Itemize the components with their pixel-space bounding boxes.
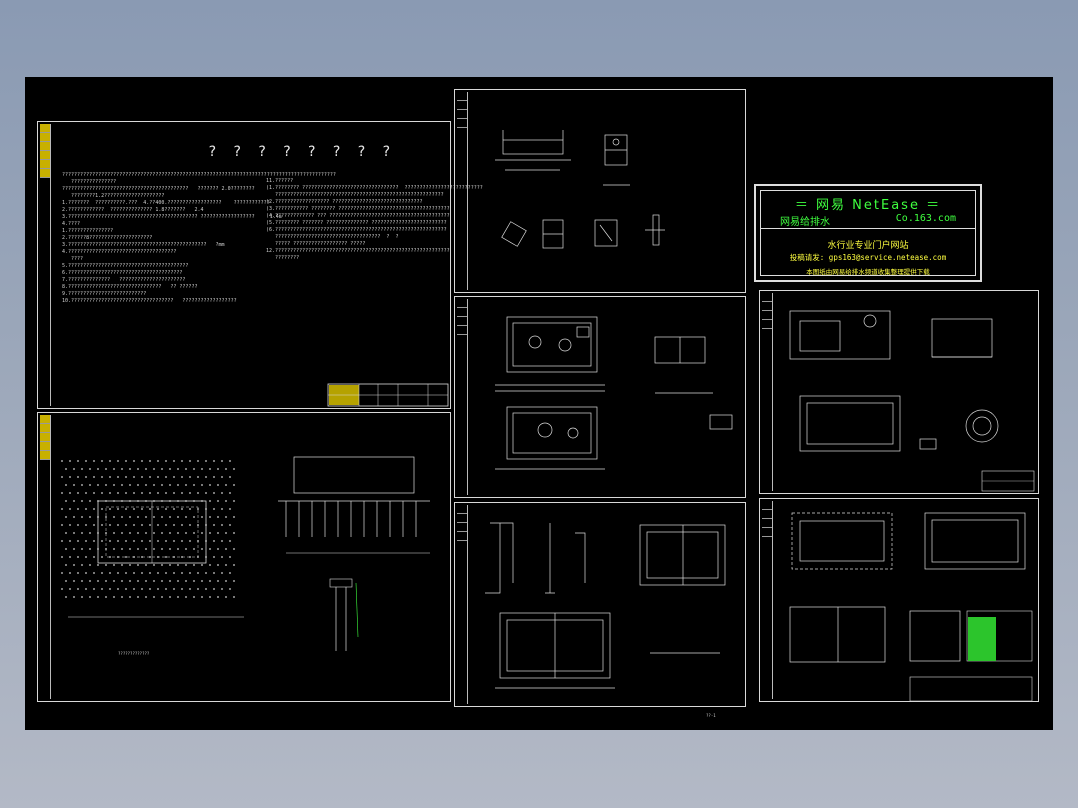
netease-site: 水行业专业门户网站 bbox=[827, 241, 909, 251]
notes-title: ? ? ? ? ? ? ? ? bbox=[208, 144, 395, 160]
netease-sub: 网易给排水 bbox=[780, 217, 830, 228]
detail-drawings bbox=[495, 130, 665, 249]
sheet-structure[interactable] bbox=[454, 502, 746, 707]
sheet-titleblock-strip bbox=[40, 415, 51, 699]
section-drawing bbox=[789, 310, 1035, 492]
notes-right-column: 11.?????? (1.???????? ??????????????????… bbox=[266, 178, 483, 261]
netease-domain: Co.163.com bbox=[895, 213, 956, 224]
plan-caption: ????????????? bbox=[118, 651, 150, 656]
sheet-reinforcement[interactable]: ??-1 bbox=[706, 498, 1039, 718]
sheet-section[interactable] bbox=[759, 290, 1039, 494]
sheet-titleblock-strip bbox=[457, 505, 468, 704]
sheet-pile-plan[interactable]: ????????????? bbox=[37, 412, 451, 702]
structure-drawing bbox=[485, 522, 726, 689]
pile-layout-drawing bbox=[61, 456, 430, 651]
sheet-titleblock-strip bbox=[762, 501, 773, 699]
sheet-details[interactable] bbox=[454, 89, 746, 293]
sheet-titleblock-strip bbox=[40, 124, 51, 406]
netease-watermark-block: ＝ 网易 NetEase ＝ 网易给排水 Co.163.com 水行业专业门户网… bbox=[754, 184, 982, 282]
netease-mail: 投稿请发: gps163@service.netease.com bbox=[789, 253, 947, 262]
netease-brand: ＝ 网易 NetEase ＝ bbox=[794, 198, 942, 213]
sheet-number-label: ??-1 bbox=[706, 713, 716, 718]
netease-note: 本图纸由网易给排水频道收集整理提供下载 bbox=[806, 268, 930, 276]
sheet-titleblock-strip bbox=[457, 299, 468, 495]
notes-left-column: ????????????????????????????????????????… bbox=[62, 172, 336, 304]
sheet-titleblock-strip bbox=[457, 92, 468, 290]
sheet-design-notes[interactable]: ? ? ? ? ? ? ? ? ????????????????????????… bbox=[37, 121, 483, 409]
equipment-plan-drawing bbox=[495, 316, 733, 470]
rebar-schedule-table bbox=[966, 610, 1033, 662]
notes-titleblock bbox=[327, 383, 449, 407]
reinforcement-drawing bbox=[789, 512, 1033, 702]
sheet-titleblock-strip bbox=[762, 293, 773, 491]
sheet-equipment-plan[interactable] bbox=[454, 296, 746, 498]
cad-model-space[interactable]: ? ? ? ? ? ? ? ? ????????????????????????… bbox=[25, 77, 1053, 730]
